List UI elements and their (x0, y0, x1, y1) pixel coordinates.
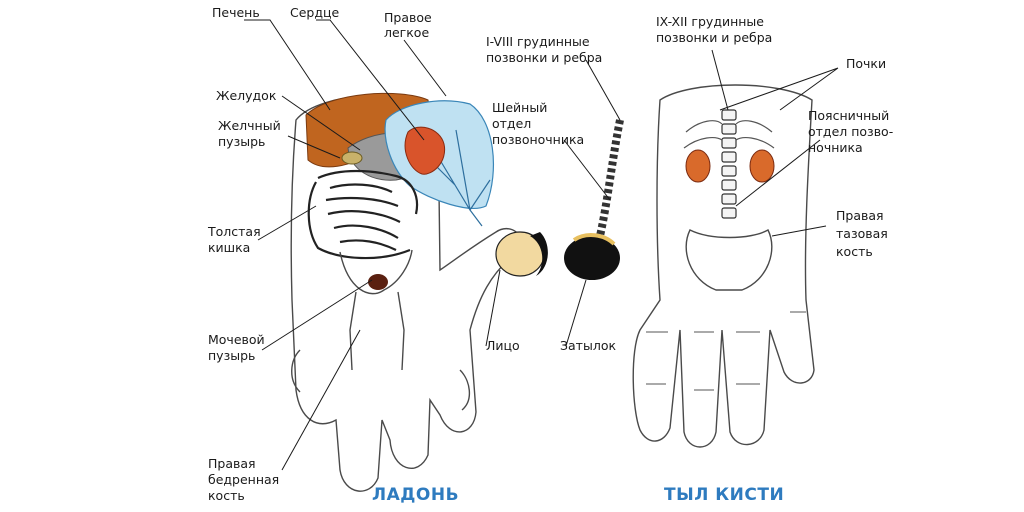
caption-back: ТЫЛ КИСТИ (664, 485, 784, 505)
label-nape: Затылок (560, 338, 616, 353)
label-stomach: Желудок (216, 88, 277, 103)
nape-neck-band (572, 233, 616, 246)
label-thoracic-lower: IX-XII грудинные позвонки и ребра (656, 14, 772, 45)
label-heart: Сердце (290, 5, 340, 20)
label-liver: Печень (212, 5, 260, 20)
thoracic-upper-spine (596, 119, 624, 237)
palm-hand (290, 92, 548, 492)
leader-lines (244, 19, 839, 471)
gallbladder-shape (341, 151, 363, 165)
back-hand (564, 84, 815, 448)
label-right-lung: Правое легкое (384, 10, 436, 40)
heart-shape (404, 126, 446, 175)
label-bladder: Мочевой пузырь (208, 332, 269, 363)
hand-bones (291, 349, 470, 411)
femur-lines (349, 291, 405, 371)
left-kidney-shape (685, 149, 711, 183)
back-spine (721, 109, 737, 219)
palm-hand-outline (290, 94, 523, 492)
label-gallbladder: Желчный пузырь (218, 118, 285, 149)
face-hair (530, 232, 548, 276)
pelvis-outline (339, 249, 413, 295)
intestines-shape (307, 169, 419, 260)
nape-head-shape (564, 236, 620, 280)
right-kidney-shape (749, 149, 775, 183)
finger-creases (646, 311, 806, 391)
label-femur: Правая бедренная кость (208, 456, 283, 503)
label-colon: Толстая кишка (207, 224, 265, 255)
bladder-shape (368, 274, 388, 290)
caption-palm: ЛАДОНЬ (372, 485, 459, 505)
label-kidneys: Почки (846, 56, 886, 71)
back-ribs (683, 120, 775, 149)
label-pelvic: Правая тазовая кость (836, 208, 892, 259)
bronchi-lines (419, 129, 491, 227)
back-hand-outline (632, 84, 815, 448)
back-pelvis (685, 229, 773, 291)
label-cervical: Шейный отдел позвоночника (492, 100, 584, 147)
label-thoracic-upper: I-VIII грудинные позвонки и ребра (486, 34, 602, 65)
label-face: Лицо (486, 338, 520, 353)
label-lumbar: Поясничный отдел позво- ночника (808, 108, 897, 155)
